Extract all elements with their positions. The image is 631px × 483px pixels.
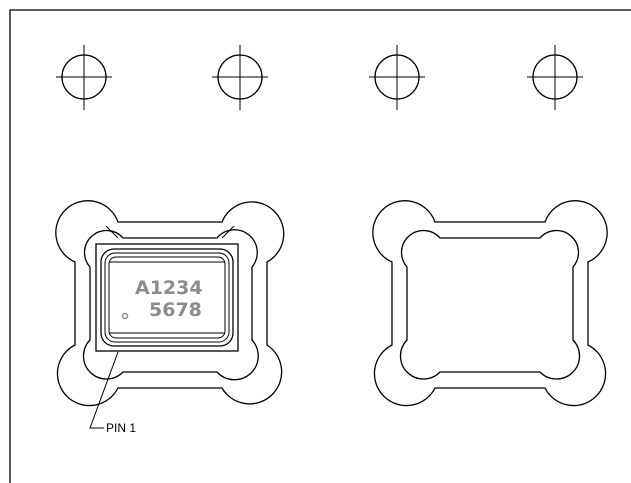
mounting-hole-3 — [369, 45, 425, 110]
component-body — [100, 248, 234, 347]
pin1-callout: PIN 1 — [89, 351, 136, 435]
footprint-left: A1234 5678 — [55, 200, 285, 407]
footprint-right — [372, 200, 608, 407]
chip-marking-line1: A1234 — [135, 277, 203, 299]
mounting-hole-1 — [56, 45, 112, 110]
board-outline — [9, 9, 631, 483]
mounting-hole-4 — [527, 45, 583, 110]
pin1-label: PIN 1 — [106, 421, 136, 435]
pin1-indicator-dot — [121, 312, 129, 320]
mounting-hole-2 — [212, 45, 268, 110]
chip-marking-line2: 5678 — [149, 299, 202, 321]
